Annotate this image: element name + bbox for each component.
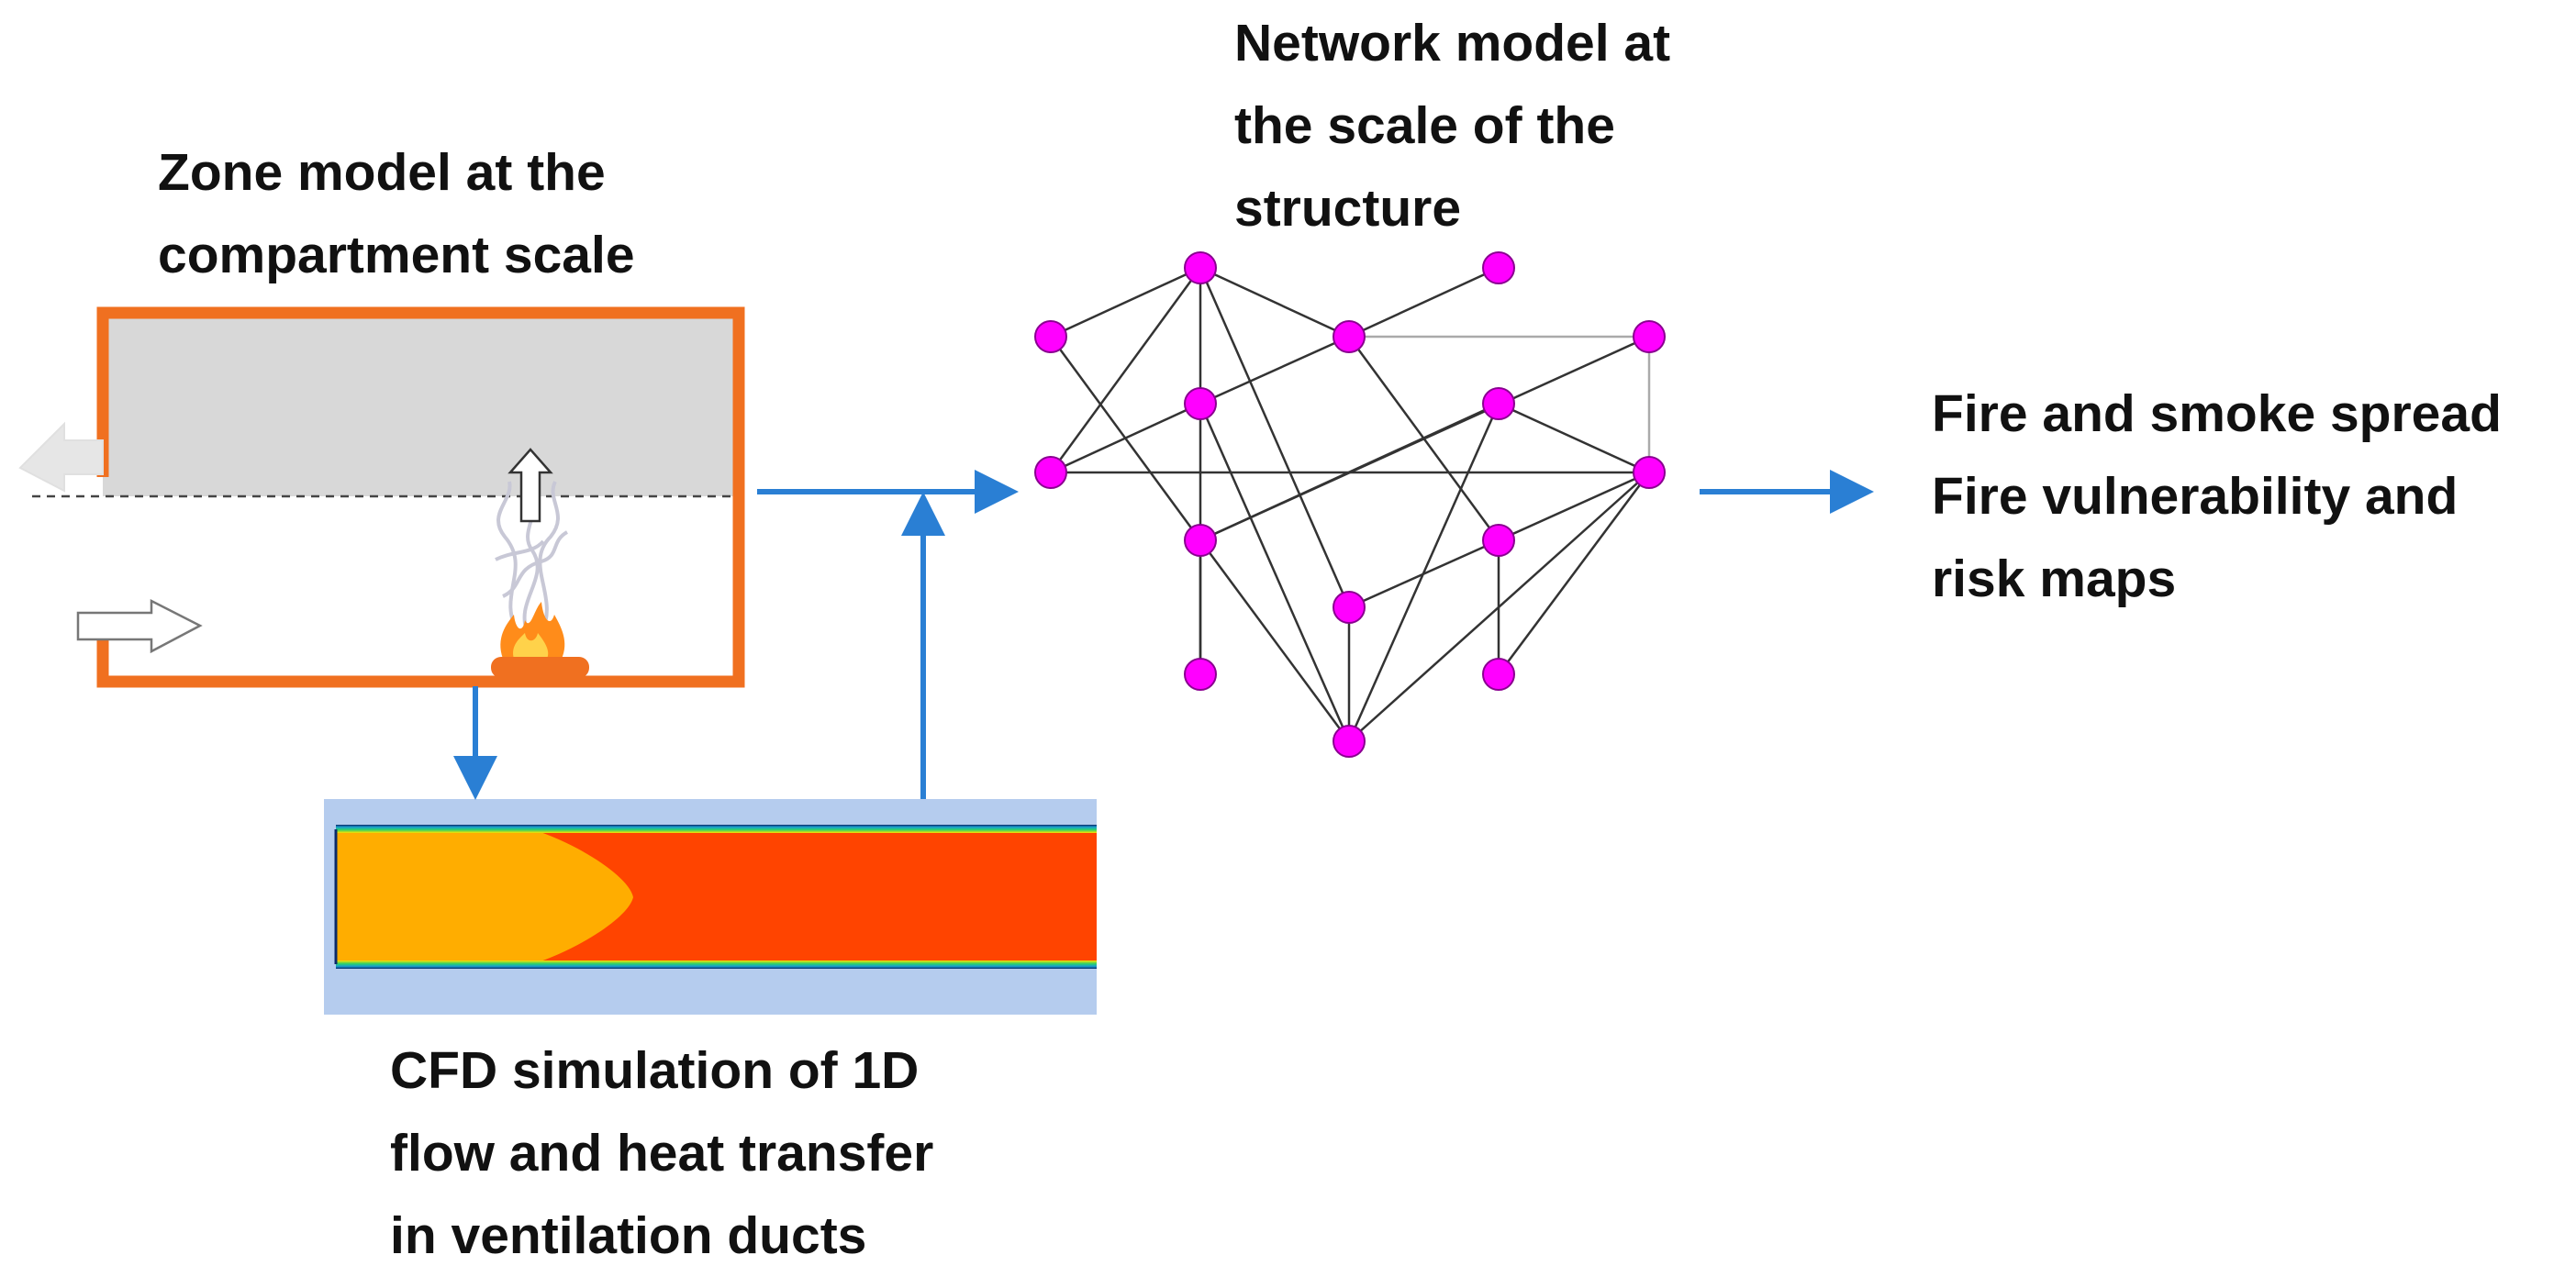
network-edge <box>1348 539 1500 609</box>
network-graph <box>1034 251 1666 758</box>
network-node <box>1184 387 1217 420</box>
duct-warm-front <box>336 829 633 964</box>
cfd-caption-line-1: CFD simulation of 1D <box>390 1041 920 1100</box>
compartment-walls <box>96 306 745 688</box>
network-model-title: Network model at the scale of the struct… <box>1234 2 1670 250</box>
network-node <box>1482 524 1515 557</box>
hot-gas-layer <box>103 313 739 496</box>
network-node <box>1333 591 1366 624</box>
zone-title-line-1: Zone model at the <box>158 143 606 202</box>
network-node <box>1184 658 1217 691</box>
network-node <box>1482 658 1515 691</box>
network-edge <box>1050 266 1201 339</box>
plume-up-arrow <box>507 448 553 523</box>
fuel-tray <box>491 657 589 678</box>
network-edge <box>1199 335 1350 405</box>
compartment <box>18 306 745 688</box>
cfd-caption-line-2: flow and heat transfer <box>390 1124 934 1183</box>
network-edge <box>1199 266 1350 339</box>
outputs-line-2: Fire vulnerability and <box>1932 467 2459 526</box>
network-edge <box>1199 539 1351 742</box>
cfd-duct <box>324 799 1097 1015</box>
network-edge <box>1199 403 1351 742</box>
cfd-caption: CFD simulation of 1D flow and heat trans… <box>390 1029 933 1277</box>
network-edge <box>1049 267 1202 473</box>
smoke-outflow-arrow <box>18 421 104 493</box>
flow-arrows <box>453 470 1874 800</box>
network-node <box>1633 320 1666 353</box>
network-edge <box>1199 267 1351 608</box>
network-node <box>1633 456 1666 489</box>
network-node <box>1184 251 1217 284</box>
network-edge <box>1498 402 1650 474</box>
network-edge <box>1050 402 1201 474</box>
network-title-line-3: structure <box>1234 179 1462 238</box>
zone-model-title: Zone model at the compartment scale <box>158 131 635 296</box>
duct-edge-bottom <box>336 961 1097 969</box>
network-edge <box>1497 472 1651 675</box>
duct-edge-top <box>336 825 1097 833</box>
network-edge <box>1348 266 1500 339</box>
fire-icon <box>491 602 589 678</box>
zone-title-line-2: compartment scale <box>158 226 635 284</box>
network-node <box>1482 251 1515 284</box>
cfd-caption-line-3: in ventilation ducts <box>390 1206 867 1265</box>
network-edge <box>1199 402 1500 542</box>
network-node <box>1184 524 1217 557</box>
network-node <box>1333 320 1366 353</box>
network-node <box>1034 456 1067 489</box>
network-node <box>1034 320 1067 353</box>
network-node <box>1333 725 1366 758</box>
network-edge <box>1348 472 1650 742</box>
outputs-line-1: Fire and smoke spread <box>1932 384 2502 443</box>
air-inflow-arrow <box>76 598 203 654</box>
network-edge <box>1347 403 1500 742</box>
outputs-line-3: risk maps <box>1932 550 2177 608</box>
network-edge <box>1498 471 1650 542</box>
network-node <box>1482 387 1515 420</box>
outputs-text: Fire and smoke spread Fire vulnerability… <box>1932 372 2502 620</box>
network-title-line-1: Network model at <box>1234 14 1671 72</box>
network-title-line-2: the scale of the <box>1234 96 1615 155</box>
